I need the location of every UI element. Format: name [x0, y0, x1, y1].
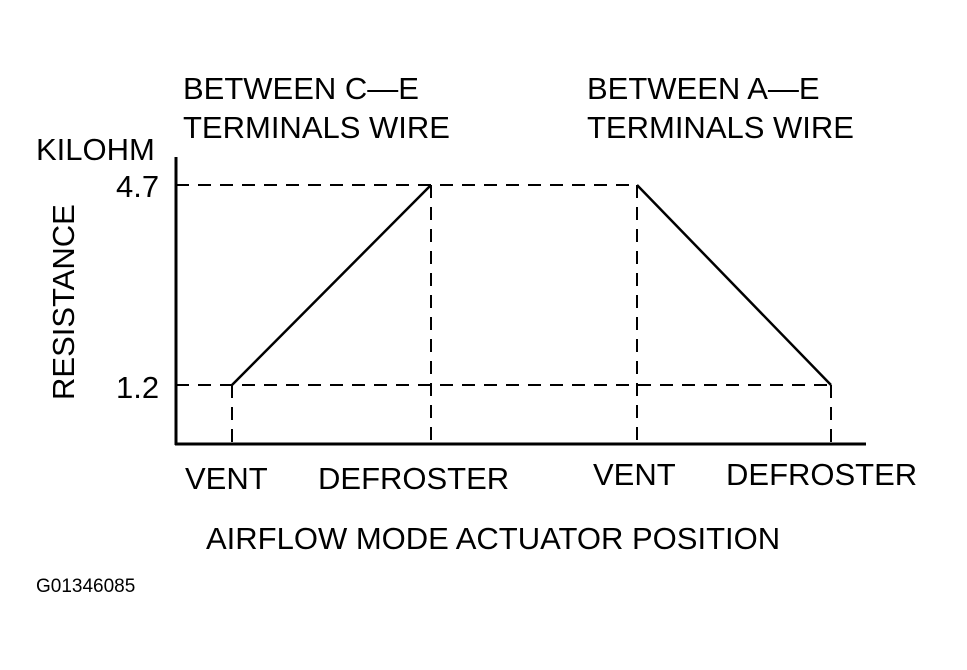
x-tick-label-defroster-right: DEFROSTER: [726, 457, 917, 492]
x-tick-label-vent-right: VENT: [593, 457, 676, 492]
y-tick-label-1-2: 1.2: [116, 370, 159, 405]
title-left-line1: BETWEEN C—E: [183, 71, 419, 106]
x-tick-label-vent-left: VENT: [185, 461, 268, 496]
x-axis-label: AIRFLOW MODE ACTUATOR POSITION: [206, 521, 780, 556]
series-line-c-e: [231, 184, 432, 386]
series-line-a-e: [636, 184, 832, 386]
x-tick-label-defroster-left: DEFROSTER: [318, 461, 509, 496]
title-right-line2: TERMINALS WIRE: [587, 110, 854, 145]
title-left-line2: TERMINALS WIRE: [183, 110, 450, 145]
title-right-line1: BETWEEN A—E: [587, 71, 820, 106]
y-unit-label: KILOHM: [36, 132, 155, 167]
y-tick-label-4-7: 4.7: [116, 169, 159, 204]
figure-code: G01346085: [36, 576, 135, 597]
y-axis-label: RESISTANCE: [46, 204, 81, 400]
